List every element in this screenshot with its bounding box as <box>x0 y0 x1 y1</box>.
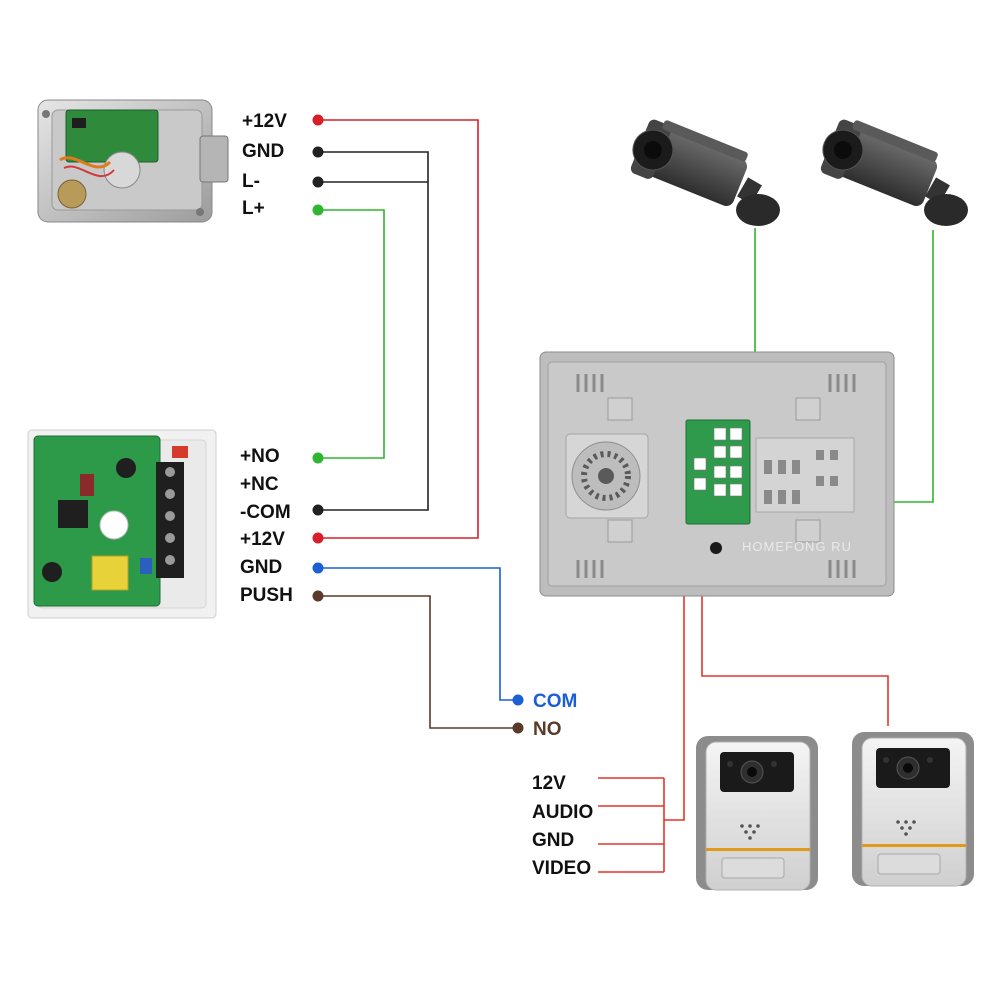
psu-labels: +NO +NC -COM +12V GND PUSH <box>240 446 293 606</box>
label-lock-12v: +12V <box>242 111 287 132</box>
label-psu-com: -COM <box>240 502 291 523</box>
label-exit-no: NO <box>533 719 562 740</box>
monitor-image: HOMEFONG RU <box>539 351 895 597</box>
label-lock-lplus: L+ <box>242 198 265 219</box>
door-panel-2-image <box>852 732 974 887</box>
label-panel-12v: 12V <box>532 773 566 794</box>
camera-2-image <box>820 119 968 226</box>
dot-lock-lplus <box>312 204 324 216</box>
power-supply-image <box>27 429 217 619</box>
label-lock-lminus: L- <box>242 171 260 192</box>
dot-exit-com <box>512 694 524 706</box>
exit-button-labels: COM NO <box>533 691 577 740</box>
dot-lock-lminus <box>312 176 324 188</box>
label-psu-push: PUSH <box>240 585 293 606</box>
dot-psu-gnd <box>312 562 324 574</box>
wire-panel-label-fan <box>598 777 665 873</box>
label-exit-com: COM <box>533 691 577 712</box>
dot-lock-12v <box>312 114 324 126</box>
door-panel-1-image <box>696 736 818 891</box>
camera-1-image <box>630 119 780 226</box>
label-psu-nc: +NC <box>240 474 279 495</box>
dot-psu-12v <box>312 532 324 544</box>
dot-psu-com <box>312 504 324 516</box>
dot-lock-gnd <box>312 146 324 158</box>
label-panel-gnd: GND <box>532 830 574 851</box>
label-lock-gnd: GND <box>242 141 284 162</box>
lock-labels: +12V GND L- L+ <box>242 111 287 219</box>
label-panel-video: VIDEO <box>532 858 591 879</box>
terminal-dots <box>312 114 524 734</box>
wire-gnd-blue <box>318 567 518 701</box>
dot-exit-no <box>512 722 524 734</box>
dot-psu-push <box>312 590 324 602</box>
wires <box>318 119 934 873</box>
wire-gnd-black <box>318 151 429 511</box>
label-psu-12v: +12V <box>240 529 285 550</box>
wire-push-brown <box>318 595 518 729</box>
label-psu-gnd: GND <box>240 557 282 578</box>
dot-psu-no <box>312 452 324 464</box>
wire-lplus-green <box>318 209 385 459</box>
label-psu-no: +NO <box>240 446 280 467</box>
label-panel-audio: AUDIO <box>532 802 593 823</box>
electric-lock-image <box>37 99 229 223</box>
wire-12v-red <box>318 119 479 539</box>
outdoor-panel-labels: 12V AUDIO GND VIDEO <box>532 773 593 879</box>
monitor-watermark: HOMEFONG RU <box>742 539 852 554</box>
